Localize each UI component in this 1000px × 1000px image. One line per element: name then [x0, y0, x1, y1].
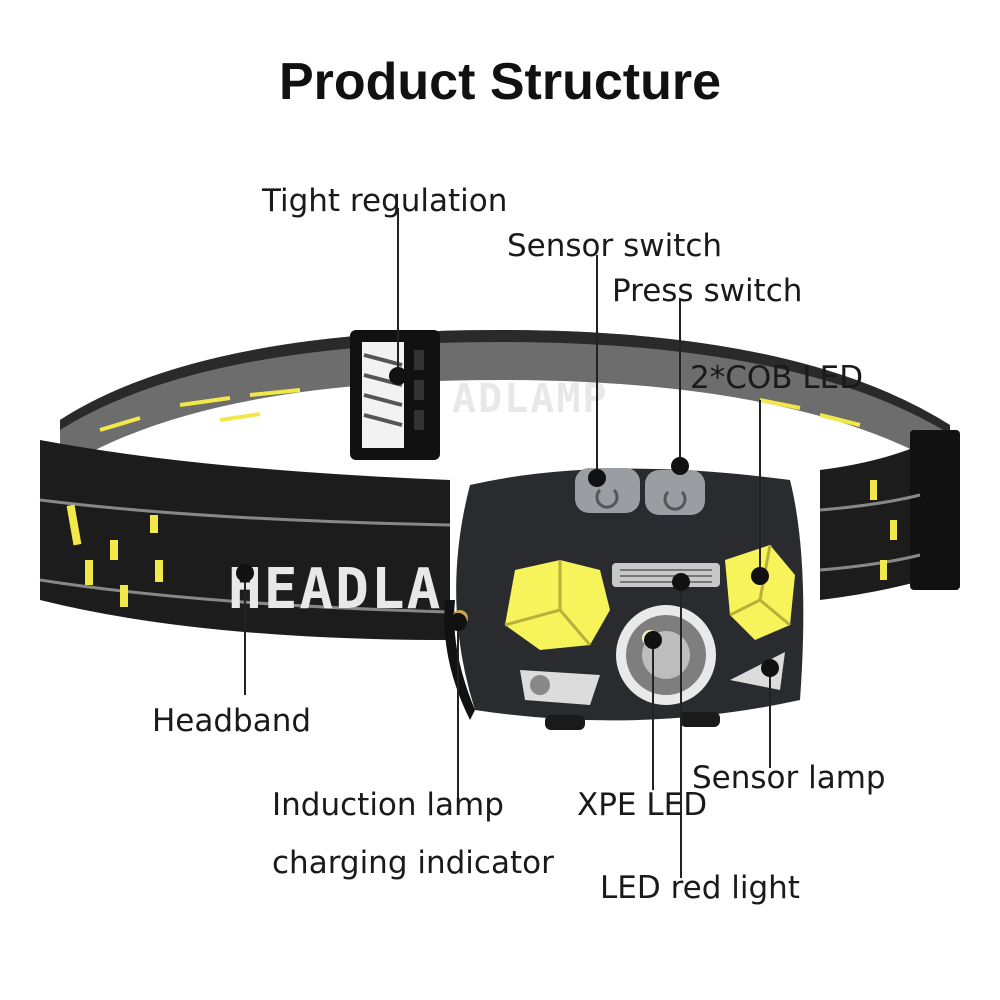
power-icon [595, 488, 619, 509]
leader-lines [244, 208, 771, 878]
label-xpe-led: XPE LED [577, 787, 708, 823]
band-print-front: HEADLA [228, 557, 442, 622]
label-induction-lamp: Induction lamp [272, 787, 504, 823]
label-tight-regulation: Tight regulation [262, 183, 508, 219]
page-title: Product Structure [278, 53, 722, 111]
label-sensor-lamp: Sensor lamp [692, 760, 886, 796]
headband-front [39, 430, 960, 640]
label-charging-indicator: charging indicator [272, 845, 554, 881]
label-press-switch: Press switch [612, 273, 803, 309]
buckle [350, 330, 440, 460]
label-led-red-light: LED red light [600, 870, 800, 906]
cob-led-left [505, 560, 610, 650]
headlamp-body [444, 468, 804, 730]
label-sensor-switch: Sensor switch [507, 228, 723, 264]
label-cob-led: 2*COB LED [690, 360, 864, 396]
label-headband: Headband [152, 703, 312, 739]
headband-back [60, 330, 950, 470]
band-print-back: ADLAMP [452, 376, 609, 422]
power-icon [663, 490, 687, 511]
press-switch-button[interactable] [645, 470, 705, 515]
leader-dots [236, 367, 779, 677]
